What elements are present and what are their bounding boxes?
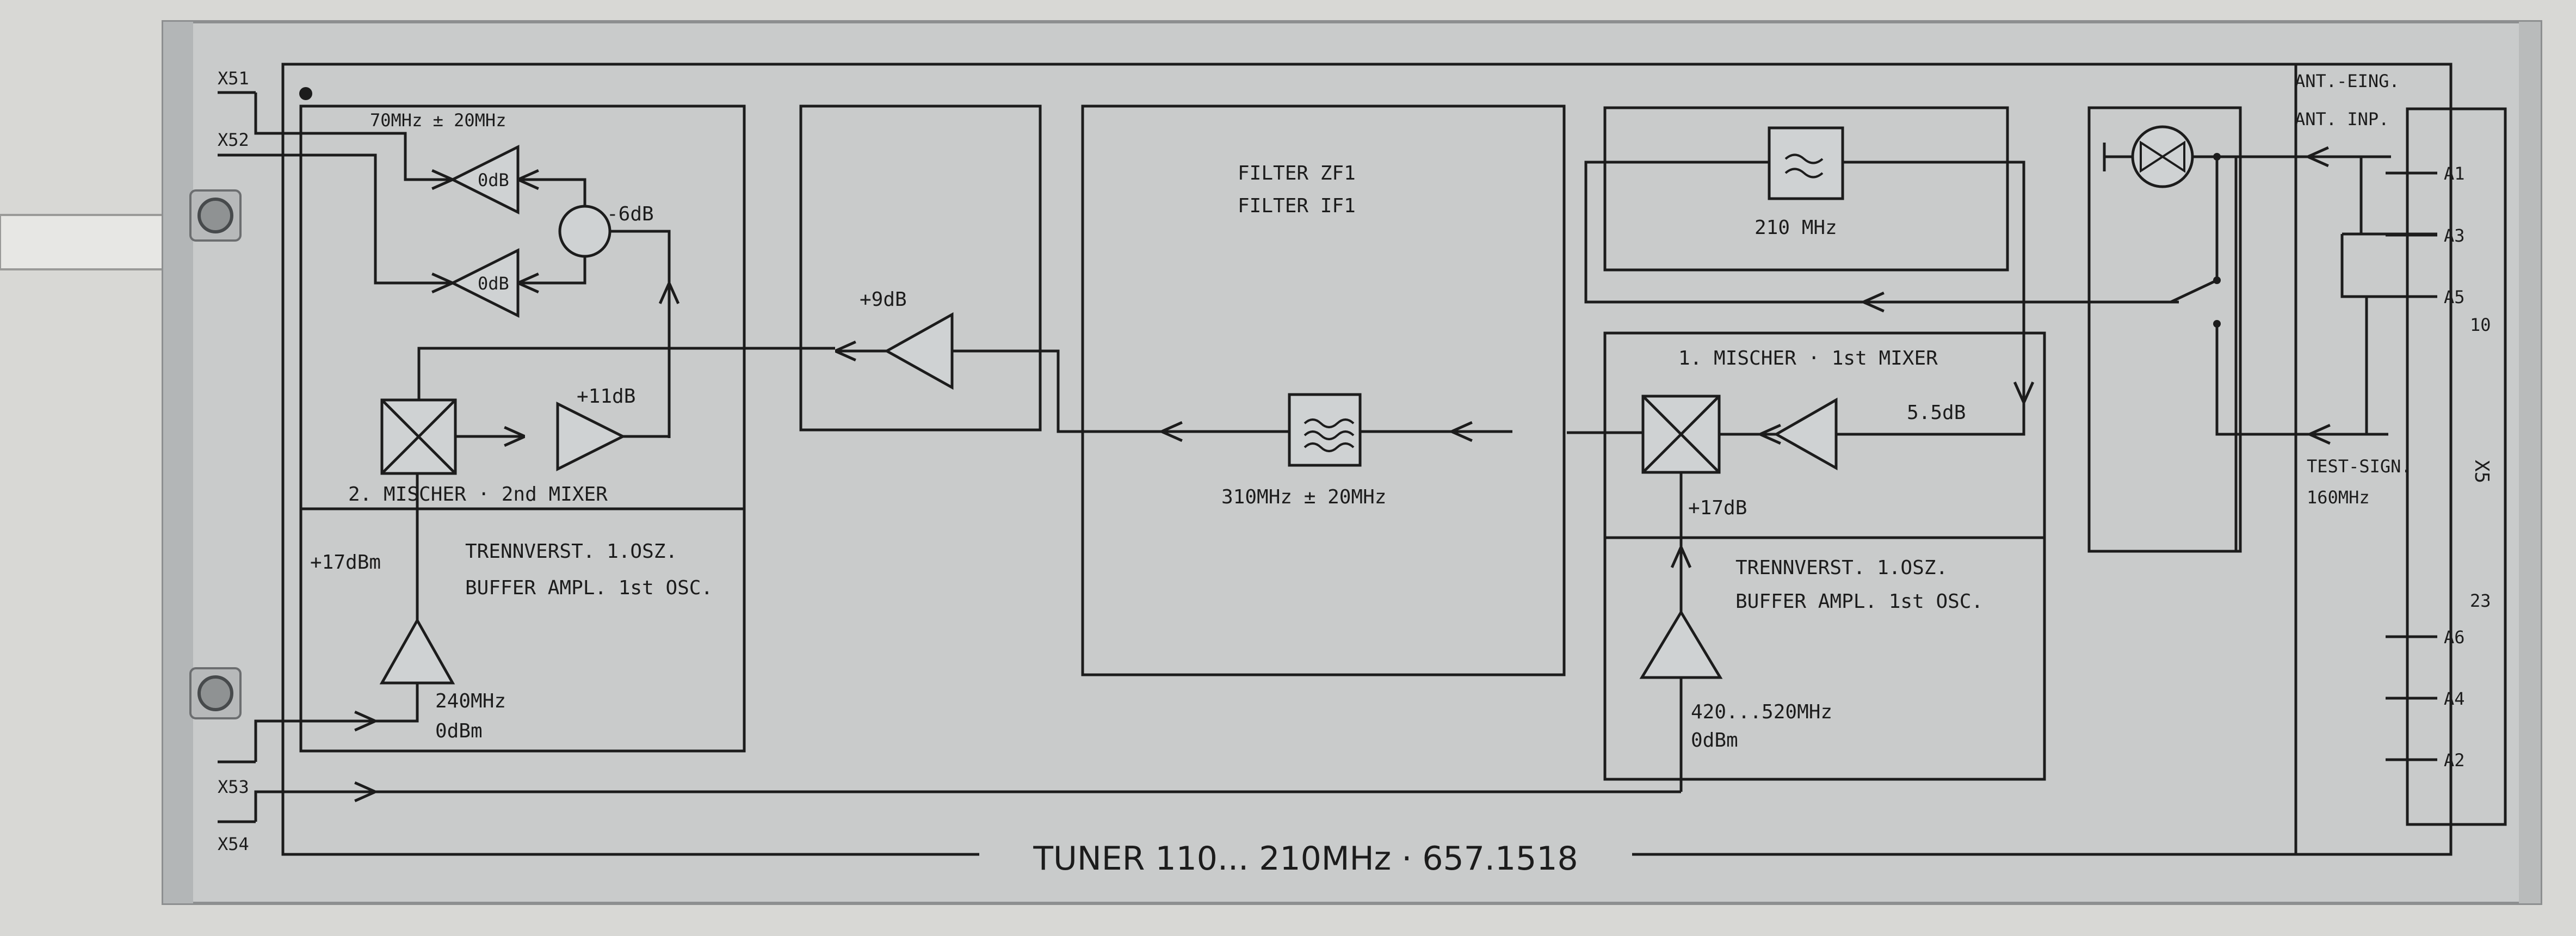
amp-11db <box>556 401 626 472</box>
pin-a4-label: A4 <box>2444 688 2465 709</box>
test-signal-freq: 160MHz <box>2307 487 2370 508</box>
lowpass-filter-icon <box>1768 126 1844 200</box>
second-stage-freq-range: 70MHz ± 20MHz <box>370 110 506 131</box>
filter-if1-label-en: FILTER IF1 <box>1238 195 1356 217</box>
title-backdrop <box>979 841 1632 873</box>
screw-icon-top <box>189 189 242 242</box>
antenna-switch-block: ANT.-EING. ANT. INP. TEST-SIGN. 160MHz <box>2024 71 2412 553</box>
amp-bottom-gain: 0dB <box>478 273 509 294</box>
pin-number-bottom: 23 <box>2470 590 2491 611</box>
connector-x52: X52 <box>218 130 256 157</box>
first-stage-block: 1. MISCHER · 1st MIXER 5.5dB +17dB TRENN… <box>254 331 2046 822</box>
pin-a1-label: A1 <box>2444 163 2465 184</box>
connector-x51: X51 <box>218 68 256 94</box>
mixer2-label: 2. MISCHER · 2nd MIXER <box>348 483 608 506</box>
amp-top-gain: 0dB <box>478 170 509 190</box>
x51-label: X51 <box>218 68 249 89</box>
buffer1-gain: +17dB <box>1688 497 1747 519</box>
mixer1-label: 1. MISCHER · 1st MIXER <box>1678 347 1938 370</box>
pin-a5-label: A5 <box>2444 287 2465 307</box>
connector-x5-label: X5 <box>2470 460 2493 483</box>
switch-blade <box>2170 279 2218 304</box>
panel-right-edge <box>2519 22 2541 903</box>
splitter-loss: -6dB <box>607 203 654 225</box>
osc1-freq: 420...520MHz <box>1691 701 1832 723</box>
buffer2-gain: +17dBm <box>310 551 381 574</box>
x53-label: X53 <box>218 777 249 797</box>
buffer2-label-en: BUFFER AMPL. 1st OSC. <box>465 577 713 599</box>
pin-a3-label: A3 <box>2444 225 2465 246</box>
splitter-circle <box>558 205 611 258</box>
x54-label: X54 <box>218 834 249 854</box>
second-stage-block: 70MHz ± 20MHz 0dB 0dB -6dB +11dB 2. MISC… <box>254 93 746 762</box>
x52-label: X52 <box>218 130 249 150</box>
panel-title: TUNER 110... 210MHz · 657.1518 <box>1033 840 1578 878</box>
preamp-gain: 5.5dB <box>1907 402 1966 424</box>
connector-x54: X54 <box>218 820 256 854</box>
screw-icon-bottom <box>189 667 242 719</box>
filter-if1-label-de: FILTER ZF1 <box>1238 162 1356 184</box>
amp-11db-gain: +11dB <box>577 385 635 408</box>
buffer1-label-en: BUFFER AMPL. 1st OSC. <box>1735 590 1983 613</box>
input-filter-block: 210 MHz <box>1584 106 2179 436</box>
amp-9db-gain: +9dB <box>860 288 907 311</box>
connector-x5: A1 A3 A5 10 X5 23 A6 A4 A2 <box>2340 107 2507 826</box>
filter-if1-center: 310MHz ± 20MHz <box>1221 486 1386 508</box>
filter-210-freq: 210 MHz <box>1755 217 1837 239</box>
buffer1-label-de: TRENNVERST. 1.OSZ. <box>1735 557 1948 579</box>
antenna-label-de: ANT.-EING. <box>2295 71 2400 91</box>
pin-a6-label: A6 <box>2444 627 2465 648</box>
pin-number-top: 10 <box>2470 315 2491 335</box>
pin-a2-label: A2 <box>2444 750 2465 771</box>
panel-left-edge <box>163 22 193 903</box>
osc2-freq: 240MHz <box>435 690 506 712</box>
osc2-level: 0dBm <box>435 720 483 742</box>
antenna-label-en: ANT. INP. <box>2295 109 2389 130</box>
buffer2-label-de: TRENNVERST. 1.OSZ. <box>465 540 677 563</box>
test-signal-label: TEST-SIGN. <box>2307 456 2412 477</box>
connector-x53: X53 <box>218 760 256 797</box>
osc1-level: 0dBm <box>1691 729 1738 752</box>
filter-if1-block: FILTER ZF1 FILTER IF1 310MHz ± 20MHz <box>1081 104 1566 676</box>
reference-dot <box>299 87 312 100</box>
bandpass-filter-icon <box>1288 393 1362 467</box>
mounting-bracket <box>0 214 175 270</box>
